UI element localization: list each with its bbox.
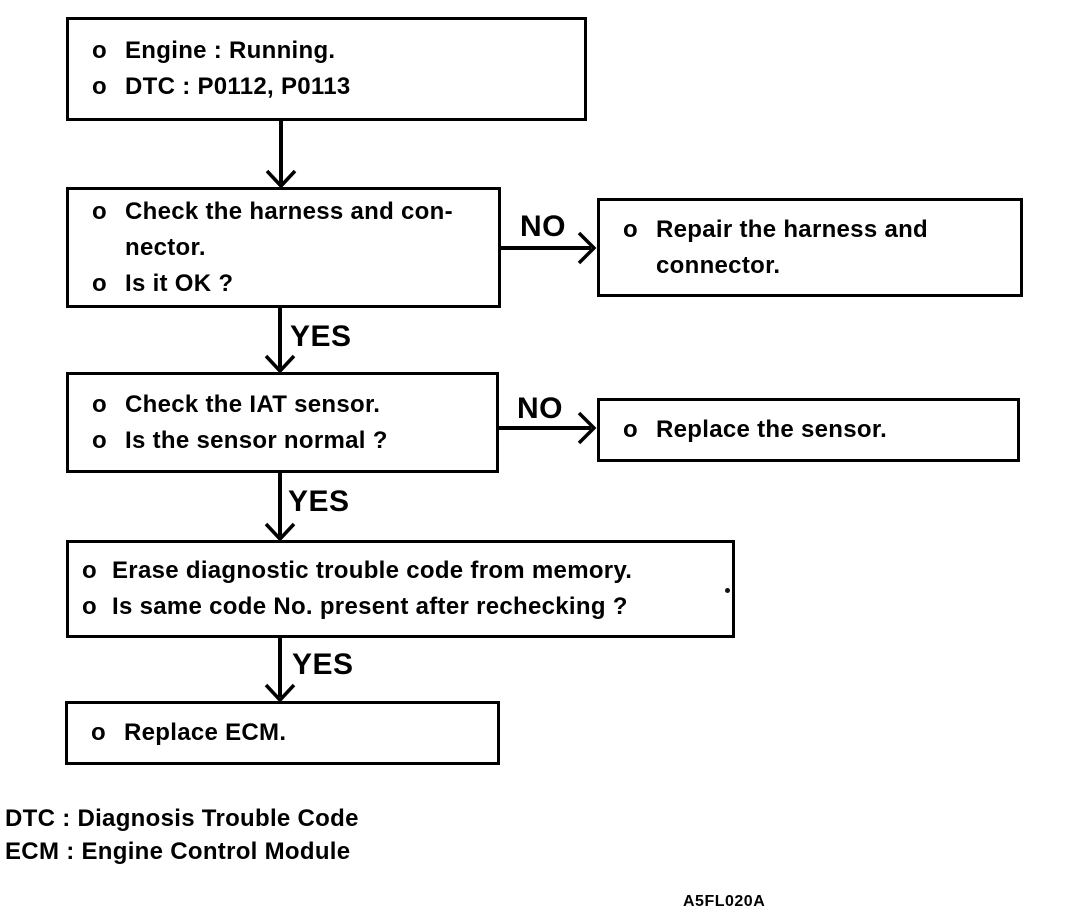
box-text: Repair the harness and connector. bbox=[656, 215, 929, 279]
flow-box-replace-ecm: o Replace ECM. bbox=[65, 701, 500, 765]
bullet-marker: o bbox=[92, 390, 107, 418]
branch-label-yes-1: YES bbox=[290, 320, 352, 353]
bullet-marker: o bbox=[92, 426, 107, 454]
list-item: o Is same code No. present after recheck… bbox=[82, 589, 722, 625]
branch-label-no-2: NO bbox=[517, 392, 563, 425]
bullet-marker: o bbox=[82, 557, 97, 584]
bullet-marker: o bbox=[92, 73, 107, 100]
bullet-marker: o bbox=[623, 416, 638, 443]
box-text: Engine : Running. bbox=[125, 37, 336, 64]
scan-speck bbox=[725, 588, 730, 593]
box-text: Replace the sensor. bbox=[656, 416, 888, 443]
box-text: Check the harness and con- nector. bbox=[125, 197, 453, 261]
branch-label-no-1: NO bbox=[520, 210, 566, 243]
bullet-marker: o bbox=[92, 269, 107, 297]
list-item: o Check the harness and con- nector. bbox=[92, 194, 488, 266]
branch-label-yes-2: YES bbox=[288, 485, 350, 518]
arrow-yes-to-replace-ecm bbox=[264, 638, 296, 703]
bullet-marker: o bbox=[623, 215, 638, 243]
box-text: Erase diagnostic trouble code from memor… bbox=[112, 557, 633, 584]
list-item: o Is it OK ? bbox=[92, 266, 488, 302]
list-item: o Is the sensor normal ? bbox=[92, 423, 486, 459]
bullet-marker: o bbox=[92, 37, 107, 64]
flow-box-erase-code: o Erase diagnostic trouble code from mem… bbox=[66, 540, 735, 638]
list-item: o Check the IAT sensor. bbox=[92, 387, 486, 423]
flow-box-check-iat-sensor: o Check the IAT sensor. o Is the sensor … bbox=[66, 372, 499, 473]
list-item: o Repair the harness and connector. bbox=[623, 212, 1010, 284]
list-item: o Replace the sensor. bbox=[623, 412, 1007, 448]
box-text: Is it OK ? bbox=[125, 269, 234, 297]
branch-label-yes-3: YES bbox=[292, 648, 354, 681]
bullet-marker: o bbox=[92, 197, 107, 225]
legend-line-ecm: ECM : Engine Control Module bbox=[5, 838, 351, 865]
figure-code: A5FL020A bbox=[683, 893, 766, 910]
box-text: Is the sensor normal ? bbox=[125, 426, 388, 454]
box-text: Is same code No. present after recheckin… bbox=[112, 593, 628, 620]
list-item: o Engine : Running. bbox=[92, 33, 574, 69]
arrow-start-to-check-harness bbox=[265, 121, 297, 189]
flow-box-start: o Engine : Running. o DTC : P0112, P0113 bbox=[66, 17, 587, 121]
bullet-marker: o bbox=[82, 593, 97, 620]
flow-box-check-harness: o Check the harness and con- nector. o I… bbox=[66, 187, 501, 308]
abbreviation-legend: DTC : Diagnosis Trouble Code ECM : Engin… bbox=[5, 802, 359, 868]
box-text: Check the IAT sensor. bbox=[125, 390, 381, 418]
list-item: o DTC : P0112, P0113 bbox=[92, 69, 574, 105]
list-item: o Erase diagnostic trouble code from mem… bbox=[82, 553, 722, 589]
bullet-marker: o bbox=[91, 719, 106, 746]
flow-box-repair-harness: o Repair the harness and connector. bbox=[597, 198, 1023, 297]
box-text: DTC : P0112, P0113 bbox=[125, 73, 351, 100]
legend-line-dtc: DTC : Diagnosis Trouble Code bbox=[5, 805, 359, 832]
list-item: o Replace ECM. bbox=[91, 715, 487, 751]
box-text: Replace ECM. bbox=[124, 719, 287, 746]
flow-box-replace-sensor: o Replace the sensor. bbox=[597, 398, 1020, 462]
